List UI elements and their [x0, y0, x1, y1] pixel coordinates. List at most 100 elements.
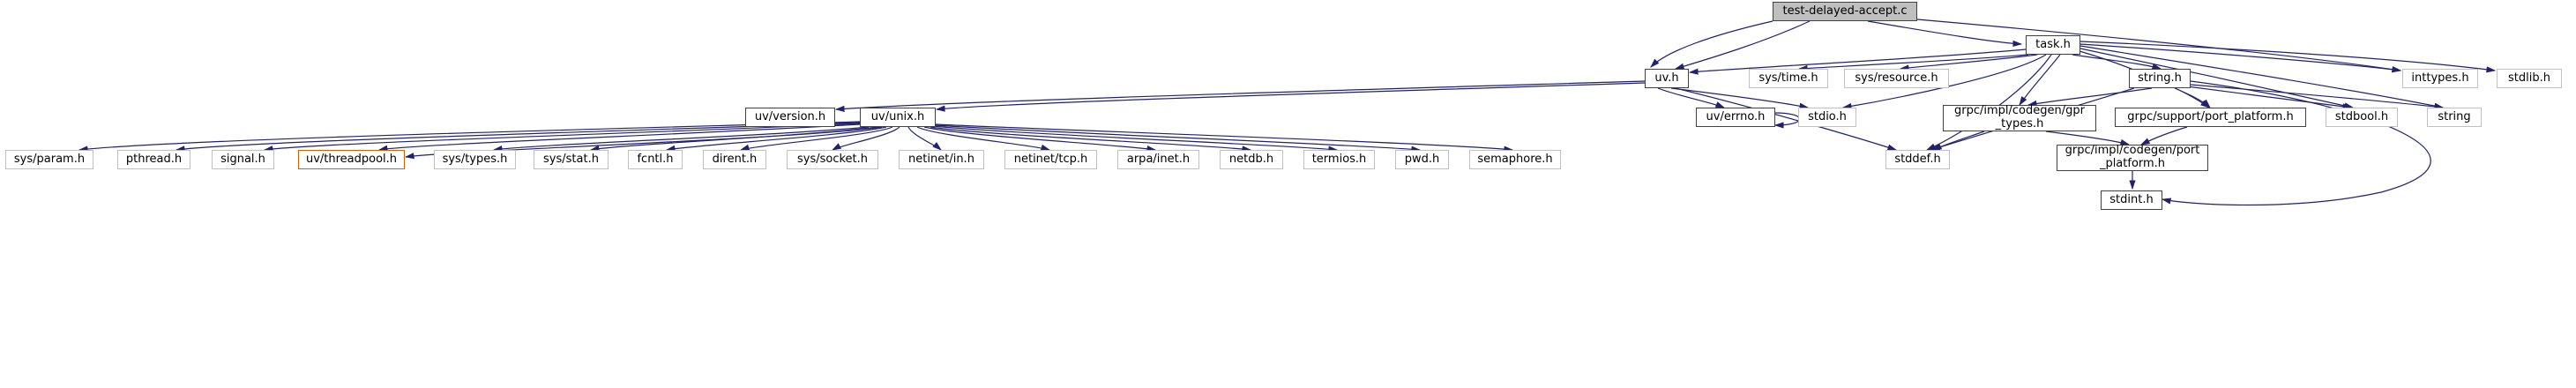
graph-node-label: sys/stat.h — [543, 152, 599, 166]
graph-edge — [907, 126, 942, 151]
graph-edge — [930, 126, 1252, 153]
graph-node-pwd-h[interactable]: pwd.h — [1395, 150, 1449, 169]
graph-edge — [1773, 112, 1801, 129]
graph-edge — [1657, 87, 1726, 108]
graph-node-fcntl-h[interactable]: fcntl.h — [628, 150, 683, 169]
graph-node-sys-types-h[interactable]: sys/types.h — [434, 150, 516, 169]
graph-node-label: sys/param.h — [13, 152, 86, 166]
graph-node-task-h[interactable]: task.h — [2026, 35, 2080, 55]
graph-node-label: netdb.h — [1228, 152, 1274, 166]
graph-node-label: dirent.h — [712, 152, 758, 166]
graph-node-label: uv/threadpool.h — [305, 152, 398, 166]
graph-node-sys-stat-h[interactable]: sys/stat.h — [534, 150, 609, 169]
graph-node-inttypes-h[interactable]: inttypes.h — [2402, 69, 2478, 88]
graph-node-termios-h[interactable]: termios.h — [1303, 150, 1375, 169]
graph-node-pthread-h[interactable]: pthread.h — [117, 150, 190, 169]
graph-edge — [1797, 54, 2029, 72]
graph-edge — [1867, 20, 2023, 47]
graph-node-sys-param-h[interactable]: sys/param.h — [5, 150, 93, 169]
graph-node-label: arpa/inet.h — [1126, 152, 1191, 166]
graph-node-stdint-h[interactable]: stdint.h — [2101, 190, 2162, 210]
graph-node-grpc-impl-codegen-gpr-types-h[interactable]: grpc/impl/codegen/gpr _types.h — [1943, 105, 2096, 131]
graph-edge — [2045, 131, 2131, 146]
graph-edge — [2161, 80, 2431, 206]
graph-edge — [2174, 87, 2211, 108]
graph-edge — [377, 123, 861, 152]
graph-node-label: fcntl.h — [637, 152, 674, 166]
graph-node-label: netinet/in.h — [908, 152, 974, 166]
graph-edge — [2079, 41, 2497, 73]
graph-node-signal-h[interactable]: signal.h — [212, 150, 274, 169]
graph-node-uv-errno-h[interactable]: uv/errno.h — [1696, 108, 1775, 127]
graph-node-label: sys/types.h — [442, 152, 508, 166]
graph-node-sys-socket-h[interactable]: sys/socket.h — [787, 150, 878, 169]
graph-node-stddef-h[interactable]: stddef.h — [1885, 150, 1950, 169]
graph-node-label: inttypes.h — [2411, 71, 2469, 85]
graph-node-label: sys/resource.h — [1855, 71, 1938, 85]
graph-edge — [2139, 126, 2188, 146]
graph-edge — [2190, 84, 2445, 110]
graph-edge — [2027, 87, 2153, 107]
graph-node-uv-threadpool-h[interactable]: uv/threadpool.h — [298, 150, 405, 169]
graph-edge — [935, 123, 1514, 153]
graph-edge — [739, 126, 893, 151]
graph-edge — [935, 82, 1646, 112]
graph-node-stdbool-h[interactable]: stdbool.h — [2326, 108, 2398, 127]
graph-edge — [1931, 131, 1985, 151]
graph-node-label: sys/socket.h — [796, 152, 869, 166]
graph-node-label: stdint.h — [2109, 192, 2154, 206]
graph-node-semaphore-h[interactable]: semaphore.h — [1469, 150, 1561, 169]
graph-node-uv-h[interactable]: uv.h — [1645, 69, 1689, 88]
graph-edge — [1688, 48, 2027, 75]
graph-node-dirent-h[interactable]: dirent.h — [703, 150, 766, 169]
graph-node-label: sys/time.h — [1758, 71, 1818, 85]
graph-edge — [78, 121, 861, 153]
graph-node-netdb-h[interactable]: netdb.h — [1220, 150, 1283, 169]
graph-node-string-h[interactable]: string.h — [2129, 69, 2191, 88]
graph-edge — [2079, 43, 2402, 73]
graph-edge — [2019, 54, 2061, 106]
graph-node-netinet-tcp-h[interactable]: netinet/tcp.h — [1004, 150, 1097, 169]
graph-node-label: uv.h — [1654, 71, 1679, 85]
graph-node-uv-version-h[interactable]: uv/version.h — [745, 108, 835, 127]
graph-node-label: uv/unix.h — [870, 109, 925, 123]
graph-node-label: stddef.h — [1894, 152, 1941, 166]
graph-node-label: stdio.h — [1808, 109, 1847, 123]
graph-node-uv-unix-h[interactable]: uv/unix.h — [860, 108, 936, 127]
graph-node-label: grpc/impl/codegen/port _platform.h — [2065, 144, 2200, 170]
graph-node-netinet-in-h[interactable]: netinet/in.h — [899, 150, 984, 169]
graph-edge — [1899, 54, 2038, 71]
graph-edge — [834, 80, 1646, 112]
graph-node-string[interactable]: string — [2427, 108, 2482, 127]
graph-node-grpc-impl-codegen-port-platform-h[interactable]: grpc/impl/codegen/port _platform.h — [2057, 145, 2208, 171]
graph-node-label: task.h — [2035, 37, 2071, 51]
graph-edge — [916, 126, 1051, 151]
graph-node-stdlib-h[interactable]: stdlib.h — [2497, 69, 2562, 88]
graph-node-label: netinet/tcp.h — [1013, 152, 1088, 166]
graph-node-label: grpc/impl/codegen/gpr _types.h — [1954, 104, 2085, 131]
graph-node-label: signal.h — [220, 152, 265, 166]
graph-node-label: semaphore.h — [1477, 152, 1553, 166]
graph-node-arpa-inet-h[interactable]: arpa/inet.h — [1117, 150, 1199, 169]
graph-node-stdio-h[interactable]: stdio.h — [1798, 108, 1856, 127]
graph-node-label: string.h — [2138, 71, 2182, 85]
graph-node-label: pthread.h — [125, 152, 183, 166]
graph-edge — [923, 126, 1157, 153]
graph-edge — [2072, 54, 2162, 70]
graph-node-label: string — [2438, 109, 2471, 123]
graph-node-sys-resource-h[interactable]: sys/resource.h — [1844, 69, 1949, 88]
graph-node-sys-time-h[interactable]: sys/time.h — [1749, 69, 1828, 88]
graph-node-grpc-support-port-platform-h[interactable]: grpc/support/port_platform.h — [2115, 108, 2306, 127]
graph-node-label: test-delayed-accept.c — [1782, 4, 1908, 18]
graph-edge — [1916, 19, 2402, 73]
graph-node-label: termios.h — [1311, 152, 1367, 166]
graph-node-label: grpc/support/port_platform.h — [2127, 109, 2294, 123]
graph-node-test-delayed-accept-c[interactable]: test-delayed-accept.c — [1773, 2, 1917, 21]
graph-edge — [1670, 87, 1810, 109]
graph-edge — [1841, 54, 2047, 109]
graph-edge — [831, 126, 900, 151]
graph-edge — [665, 126, 887, 152]
graph-edge — [2079, 45, 2445, 109]
graph-edge — [2186, 86, 2353, 110]
